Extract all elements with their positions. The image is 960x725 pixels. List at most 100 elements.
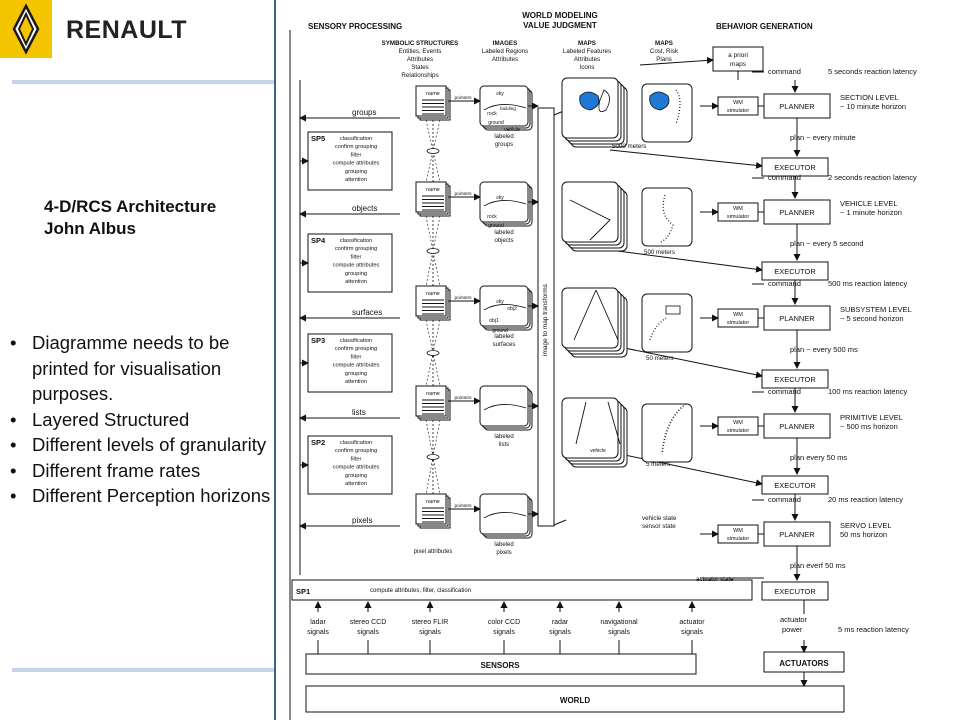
scene-label-sky: sky [496, 299, 504, 305]
grouping-link [425, 119, 441, 183]
map-road [575, 401, 621, 445]
image-caption: surfaces [493, 342, 516, 348]
subheader-symbolic: Entities, Events [399, 48, 442, 55]
sp-line: classification [340, 136, 372, 142]
image-caption: objects [494, 238, 513, 244]
planner-label: PLANNER [779, 314, 815, 323]
executor-label: EXECUTOR [774, 375, 816, 384]
record-name-label: name [426, 499, 440, 505]
map-scale-label: 500 meters [644, 249, 675, 256]
flow-label-pixels: pixels [352, 516, 372, 525]
signal-label: signals [357, 629, 379, 636]
planner-label: PLANNER [779, 208, 815, 217]
latency-label: 100 ms reaction latency [828, 387, 907, 396]
sp-line: attention [345, 379, 367, 385]
subheader-maps-cost: MAPS [655, 40, 673, 47]
sidebar-separator [274, 0, 276, 720]
wm-simulator-label: simulator [727, 428, 749, 434]
pointers-label: pointers [454, 95, 472, 101]
wm-simulator-label: WM [733, 100, 743, 106]
sp-line: filter [351, 456, 362, 462]
feature-map-panel [561, 287, 619, 349]
image-caption: labeled [494, 230, 513, 236]
record-name-label: name [426, 91, 440, 97]
flow-label-surfaces: surfaces [352, 308, 382, 317]
actuators-label: ACTUATORS [779, 659, 829, 668]
image-caption: lists [499, 442, 509, 448]
world-label: WORLD [560, 696, 590, 705]
latency-label: 2 seconds reaction latency [828, 173, 917, 182]
sp-line: filter [351, 354, 362, 360]
latency-label: 20 ms reaction latency [828, 495, 903, 504]
renault-logo [0, 0, 52, 58]
level-name: SECTION LEVEL [840, 93, 899, 102]
map-road [573, 289, 619, 341]
signal-label: signals [681, 629, 703, 636]
executor-label: EXECUTOR [774, 587, 816, 596]
level-name: VEHICLE LEVEL [840, 199, 898, 208]
bullet-item: Different levels of granularity [10, 432, 274, 458]
planned-path [661, 403, 687, 455]
cost-map-panel [641, 403, 693, 463]
sp-id-sp2: SP2 [311, 438, 325, 447]
level-name: SERVO LEVEL [840, 521, 892, 530]
subheader-maps-features: MAPS [578, 40, 596, 47]
image-caption: labeled [494, 434, 513, 440]
brand-wordmark: RENAULT [66, 16, 188, 44]
level-horizon: ~ 10 minute horizon [840, 102, 906, 111]
pointers-label: pointers [454, 503, 472, 509]
planner-box [763, 93, 831, 119]
image-caption: groups [495, 142, 513, 148]
scene-label-building: building [500, 106, 516, 111]
signal-label: signals [419, 629, 441, 636]
sp-line: classification [340, 338, 372, 344]
attention-node [426, 350, 440, 356]
sp-line: compute attributes [333, 161, 380, 167]
signal-label: stereo FLIR [412, 619, 449, 626]
scene-label-obj1: obj1 [489, 318, 499, 324]
subheader-symbolic: States [411, 64, 429, 71]
signal-label: stereo CCD [350, 619, 387, 626]
wm-simulator-label: simulator [727, 108, 749, 114]
attention-node [426, 148, 440, 154]
sp-line: confirm grouping [335, 144, 377, 150]
map-lake [579, 91, 600, 111]
scene-label-rock: rock [487, 111, 497, 117]
planner-label: PLANNER [779, 422, 815, 431]
map-contour [598, 89, 610, 113]
signal-label: signals [307, 629, 329, 636]
image-caption: pixels [496, 550, 511, 556]
sp-line: grouping [345, 371, 367, 377]
header-world-modeling: WORLD MODELING [522, 11, 598, 20]
wm-simulator-label: simulator [727, 214, 749, 220]
vehicle-state-label: vehicle state [642, 515, 677, 522]
record-name-label: name [426, 391, 440, 397]
header-divider [12, 80, 276, 84]
subheader-maps-cost: Cost, Risk [650, 48, 679, 55]
map-scale-label: 5000 meters [612, 143, 646, 150]
header-behavior-generation: BEHAVIOR GENERATION [716, 22, 813, 31]
command-label: command [768, 387, 801, 396]
sp-line: confirm grouping [335, 448, 377, 454]
map-feature-line [569, 199, 611, 241]
sp-line: filter [351, 152, 362, 158]
actuator-state-label: actuator state [696, 576, 734, 583]
title-line-1: 4-D/RCS Architecture [44, 197, 217, 216]
level-horizon: ~ 1 minute horizon [840, 208, 902, 217]
grouping-link [425, 119, 441, 183]
subheader-images: IMAGES [493, 40, 517, 47]
sp-line: confirm grouping [335, 246, 377, 252]
subheader-maps-features: Icons [580, 64, 595, 71]
image-panel [479, 385, 529, 427]
subheader-images: Labeled Regions [482, 48, 528, 55]
sp1-id: SP1 [296, 587, 310, 596]
executor-label: EXECUTOR [774, 163, 816, 172]
cost-map-panel [641, 83, 693, 143]
map-vehicle-label: vehicle [590, 448, 606, 454]
bullet-list: Diagramme needs to be printed for visual… [10, 330, 274, 509]
pointers-label: pointers [454, 295, 472, 301]
plan-rate-label: plan everf 50 ms [790, 561, 846, 570]
level-horizon: 50 ms horizon [840, 530, 887, 539]
cost-map-panel [641, 187, 693, 247]
